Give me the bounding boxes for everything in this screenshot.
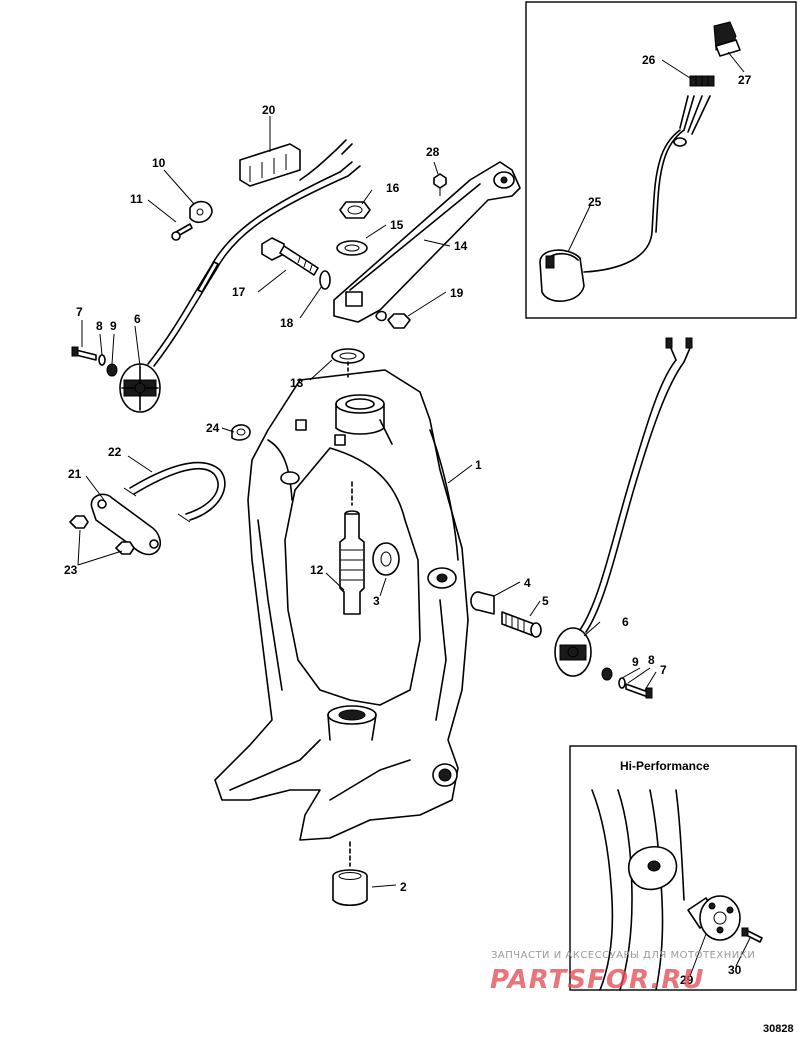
bushing-9-right (601, 667, 613, 681)
callout-22: 22 (108, 445, 122, 459)
inset-box-sensor (525, 1, 797, 319)
callout-15: 15 (390, 218, 404, 232)
callout-18: 18 (280, 316, 294, 330)
callout-6-right: 6 (622, 615, 629, 629)
callout-3: 3 (373, 594, 380, 608)
callout-16: 16 (386, 181, 400, 195)
callout-7-right: 7 (660, 663, 667, 677)
bolt-17 (261, 237, 319, 276)
plate-21 (90, 493, 162, 556)
trim-sender-right (554, 627, 592, 677)
callout-8-right: 8 (648, 653, 655, 667)
figure-number: 30828 (763, 1023, 794, 1035)
left-harness (147, 139, 361, 367)
screw-7-left (71, 346, 97, 361)
trim-sender-left (119, 363, 161, 413)
screw-28 (433, 173, 447, 196)
watermark-tagline: ЗАПЧАСТИ И АКСЕССУАРЫ ДЛЯ МОТОТЕХНИКИ (491, 950, 755, 961)
hi-performance-bracket (591, 789, 685, 991)
right-harness (579, 337, 693, 633)
callout-21: 21 (68, 467, 82, 481)
callout-13: 13 (290, 376, 304, 390)
connector-27 (713, 21, 741, 57)
washer-13 (331, 348, 365, 381)
washer-3 (372, 542, 400, 576)
clip-24 (231, 424, 251, 441)
callout-17: 17 (232, 285, 246, 299)
swivel-bracket (214, 369, 469, 841)
watermark-logo: PARTSFOR.RU (490, 965, 704, 995)
callout-1: 1 (475, 458, 482, 472)
callout-labels: 1 2 3 4 5 6 6 7 8 9 9 8 7 10 11 12 13 14… (64, 53, 752, 987)
locknut-16 (339, 201, 371, 219)
callout-4: 4 (524, 576, 531, 590)
screw-30 (741, 927, 763, 943)
watermark: ЗАПЧАСТИ И АКСЕССУАРЫ ДЛЯ МОТОТЕХНИКИ PA… (490, 950, 755, 995)
callout-9-right: 9 (632, 655, 639, 669)
callout-9-left: 9 (110, 319, 117, 333)
bushing-4 (470, 591, 495, 615)
retainer-20 (239, 143, 301, 187)
leader-lines (77, 51, 751, 977)
u-bolt-22 (123, 461, 226, 523)
sensor-harness-inset (583, 95, 711, 273)
lockwasher-8-left (98, 354, 106, 366)
washer-18 (319, 270, 331, 290)
callout-8-left: 8 (96, 319, 103, 333)
screw-7-right (625, 683, 653, 699)
inset-box-hi-performance (569, 745, 797, 991)
callout-24: 24 (206, 421, 220, 435)
callout-26: 26 (642, 53, 656, 67)
callout-7-left: 7 (76, 305, 83, 319)
bushing-9-left (106, 363, 118, 377)
callout-12: 12 (310, 563, 324, 577)
callout-23: 23 (64, 563, 78, 577)
callout-20: 20 (262, 103, 276, 117)
nut-23-a (69, 515, 89, 529)
terminals-26 (689, 75, 715, 87)
screw-11 (171, 223, 193, 241)
callout-27: 27 (738, 73, 752, 87)
spacer-29 (687, 895, 741, 941)
sensor-25 (539, 249, 585, 302)
lockwasher-8-right (618, 677, 626, 689)
callout-29: 29 (680, 973, 694, 987)
callout-30: 30 (728, 963, 742, 977)
callout-5: 5 (542, 594, 549, 608)
bushing-lower (332, 841, 368, 907)
callout-25: 25 (588, 195, 602, 209)
steering-pin (339, 481, 365, 615)
callout-19: 19 (450, 286, 464, 300)
callout-10: 10 (152, 156, 166, 170)
callout-6-left: 6 (134, 312, 141, 326)
washer-15 (336, 240, 368, 256)
steering-arm (333, 161, 521, 323)
clamp-10 (189, 200, 213, 224)
callout-11: 11 (130, 192, 143, 206)
locknut-19 (375, 310, 411, 329)
callout-2: 2 (400, 880, 407, 894)
callout-28: 28 (426, 145, 440, 159)
tilt-pin-5 (501, 611, 542, 638)
inset-title: Hi-Performance (620, 759, 710, 773)
callout-14: 14 (454, 239, 468, 253)
